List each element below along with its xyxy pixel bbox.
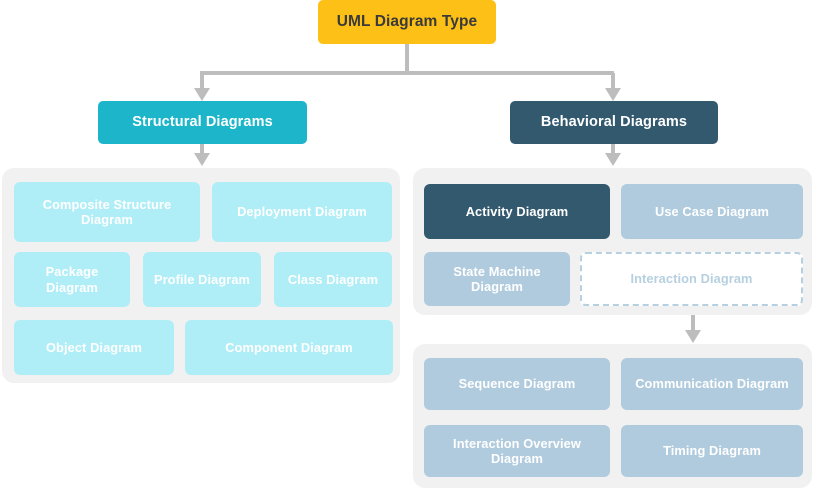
node-interaction-diagram[interactable]: Interaction Diagram: [580, 252, 803, 306]
node-structural-diagrams[interactable]: Structural Diagrams: [98, 101, 307, 144]
node-label: Package Diagram: [45, 264, 99, 295]
node-deployment-diagram[interactable]: Deployment Diagram: [212, 182, 392, 242]
node-label: Activity Diagram: [465, 203, 569, 219]
node-object-diagram[interactable]: Object Diagram: [14, 320, 174, 375]
node-label: Behavioral Diagrams: [540, 113, 688, 130]
node-behavioral-diagrams[interactable]: Behavioral Diagrams: [510, 101, 718, 144]
node-sequence-diagram[interactable]: Sequence Diagram: [424, 358, 610, 410]
node-label: State Machine Diagram: [453, 263, 541, 294]
node-label: Component Diagram: [225, 339, 353, 355]
node-label: Profile Diagram: [153, 271, 251, 287]
node-use-case-diagram[interactable]: Use Case Diagram: [621, 184, 803, 239]
node-label: Sequence Diagram: [458, 376, 576, 392]
node-label: Object Diagram: [46, 339, 142, 355]
node-composite-structure-diagram[interactable]: Composite Structure Diagram: [14, 182, 200, 242]
node-activity-diagram[interactable]: Activity Diagram: [424, 184, 610, 239]
node-label: Deployment Diagram: [237, 204, 367, 220]
node-class-diagram[interactable]: Class Diagram: [274, 252, 392, 307]
node-label: Class Diagram: [287, 271, 379, 287]
node-uml-diagram-type[interactable]: UML Diagram Type: [318, 0, 496, 44]
node-component-diagram[interactable]: Component Diagram: [185, 320, 393, 375]
node-package-diagram[interactable]: Package Diagram: [14, 252, 130, 307]
node-label: Composite Structure Diagram: [42, 196, 172, 227]
node-interaction-overview-diagram[interactable]: Interaction Overview Diagram: [424, 425, 610, 477]
node-state-machine-diagram[interactable]: State Machine Diagram: [424, 252, 570, 306]
node-communication-diagram[interactable]: Communication Diagram: [621, 358, 803, 410]
node-label: Interaction Overview Diagram: [453, 435, 581, 466]
node-label: Timing Diagram: [663, 443, 761, 459]
node-label: Use Case Diagram: [655, 203, 769, 219]
node-label: Communication Diagram: [635, 376, 789, 392]
node-label: UML Diagram Type: [336, 12, 478, 30]
node-label: Structural Diagrams: [132, 113, 273, 130]
node-label: Interaction Diagram: [630, 271, 753, 287]
node-timing-diagram[interactable]: Timing Diagram: [621, 425, 803, 477]
node-profile-diagram[interactable]: Profile Diagram: [143, 252, 261, 307]
